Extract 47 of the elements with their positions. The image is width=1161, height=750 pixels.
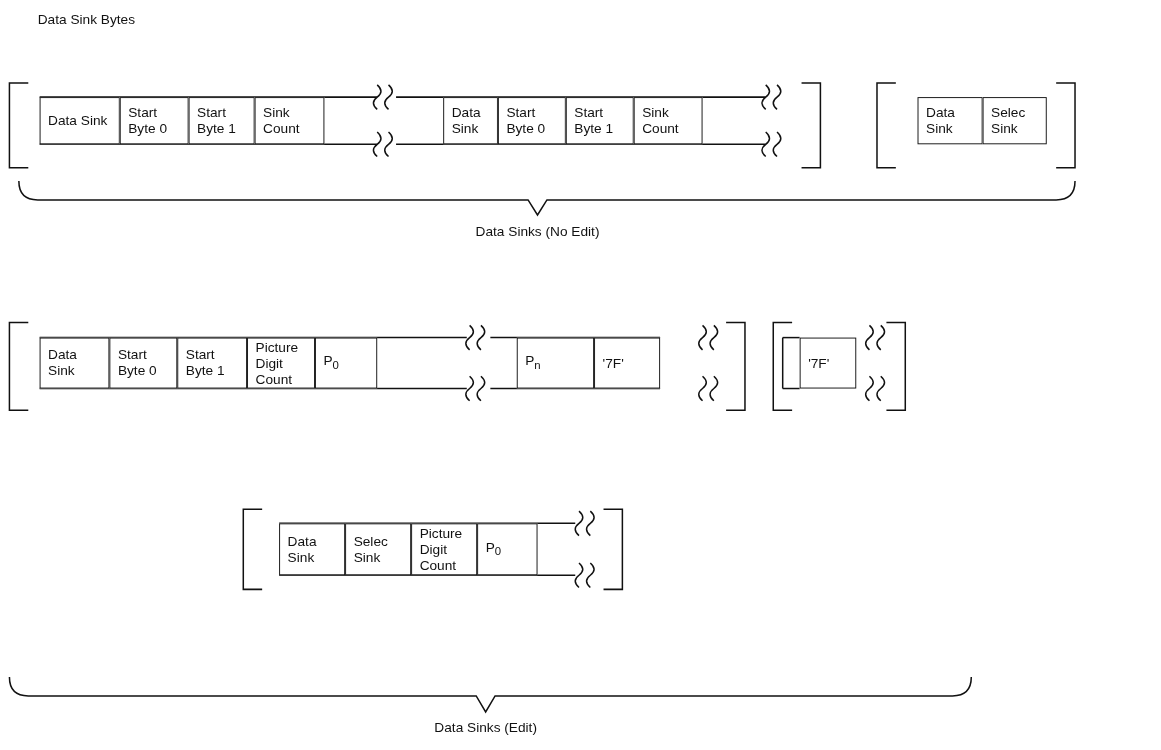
byte-field xyxy=(516,337,595,389)
caption: Data Sinks (Edit) xyxy=(434,719,537,735)
byte-field xyxy=(982,97,1047,145)
byte-field xyxy=(345,523,412,576)
byte-field xyxy=(314,337,378,389)
byte-field xyxy=(594,337,661,389)
byte-field xyxy=(917,97,983,145)
byte-field xyxy=(247,337,315,389)
field-label: Sink Count xyxy=(642,104,680,137)
field-label: Data Sink xyxy=(48,347,78,380)
field-label: '7F' xyxy=(602,355,624,372)
heading: Data Sink Bytes xyxy=(37,11,135,27)
field-label: Start Byte 1 xyxy=(197,104,237,137)
field-label: Start Byte 0 xyxy=(117,347,158,380)
byte-field xyxy=(188,97,255,145)
byte-field xyxy=(477,523,538,576)
byte-field xyxy=(443,97,498,145)
byte-field xyxy=(633,97,703,145)
field-label: Start Byte 0 xyxy=(128,104,168,137)
byte-field xyxy=(799,337,857,389)
byte-field xyxy=(109,337,178,389)
field-label: Data Sink xyxy=(926,104,956,137)
field-label: Data Sink xyxy=(48,112,108,129)
field-label: P$_{0}$ xyxy=(323,352,339,374)
field-label: Data Sink xyxy=(451,104,482,137)
byte-field xyxy=(119,97,189,145)
byte-field xyxy=(279,523,346,576)
byte-field xyxy=(177,337,248,389)
byte-field xyxy=(39,97,120,145)
field-label: Picture Digit Count xyxy=(255,339,300,388)
field-label: Picture Digit Count xyxy=(419,525,464,574)
byte-field xyxy=(411,523,478,576)
field-label: '7F' xyxy=(808,355,830,372)
field-label: P$_{n}$ xyxy=(525,352,541,374)
byte-field xyxy=(39,337,110,389)
field-label: Start Byte 1 xyxy=(574,104,615,137)
field-label: Start Byte 0 xyxy=(506,104,547,137)
caption: Data Sinks (No Edit) xyxy=(475,223,600,239)
byte-field xyxy=(565,97,634,145)
field-label: Selec Sink xyxy=(353,533,389,566)
field-label: Data Sink xyxy=(287,533,318,566)
field-label: Sink Count xyxy=(263,104,301,137)
field-label: Start Byte 1 xyxy=(185,347,226,380)
byte-field xyxy=(254,97,325,145)
field-label: Selec Sink xyxy=(991,104,1027,137)
byte-field xyxy=(497,97,566,145)
field-label: P$_{0}$ xyxy=(485,538,502,560)
